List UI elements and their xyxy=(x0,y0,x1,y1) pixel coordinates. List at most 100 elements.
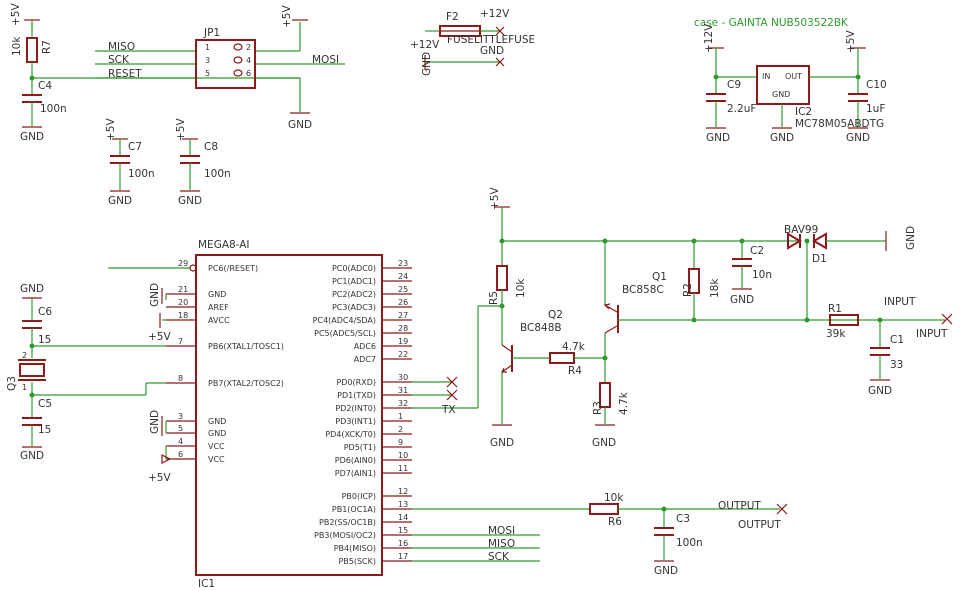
ic1-pin-name: PC0(ADC0) xyxy=(332,264,376,273)
ic1-name: IC1 xyxy=(198,578,215,590)
ic1-pin-number: 22 xyxy=(398,350,408,359)
sck-net-label: SCK xyxy=(488,551,510,563)
ic1-pin-number: 30 xyxy=(398,373,408,382)
ic1-pin-name: PD3(INT1) xyxy=(335,417,376,426)
input-stage: +5V R5 10k Q2 BC848B 4.7k R4 GND R3 4.7k… xyxy=(488,187,953,449)
reset-net-label: RESET xyxy=(108,68,142,80)
c7-name: C7 xyxy=(128,141,142,153)
r1-value: 39k xyxy=(826,328,846,340)
gnd-label: GND xyxy=(480,45,504,57)
f2-name: F2 xyxy=(446,11,459,23)
q2-name: Q2 xyxy=(548,309,563,321)
r3-name: R3 xyxy=(592,401,604,415)
plus5v-label: +5V xyxy=(148,472,171,484)
ic1-pin-number: 8 xyxy=(178,374,183,383)
ic1-body xyxy=(195,254,383,576)
q1-name: Q1 xyxy=(652,271,667,283)
ic1-pin-name: PB4(MISO) xyxy=(334,544,376,553)
d1-name: D1 xyxy=(812,253,827,265)
ic1-pin-number: 2 xyxy=(398,425,403,434)
case-note: case - GAINTA NUB503522BK xyxy=(694,17,849,29)
c4-value: 100n xyxy=(40,103,67,115)
ic1-pin-number: 6 xyxy=(178,450,183,459)
crystal-body xyxy=(19,363,45,377)
fuse-f2: F2 +12V FUSELITTLEFUSE +12V GND GND xyxy=(410,8,535,76)
ic1-pin-name: GND xyxy=(208,417,226,426)
ic1-pin-name: VCC xyxy=(208,455,225,464)
plus5v-label: +5V xyxy=(845,30,857,53)
ic1-pin-name: PB3(MOSI/OC2) xyxy=(314,531,376,540)
plus12v-label: +12V xyxy=(703,23,715,53)
gnd-label: GND xyxy=(654,565,678,577)
r7-c4-block: +5V 10k R7 C4 100n GND xyxy=(10,3,300,143)
ic1-pin-number: 14 xyxy=(398,513,408,522)
gnd-label: GND xyxy=(770,132,794,144)
jp1-name: JP1 xyxy=(203,27,220,39)
c8-name: C8 xyxy=(204,141,218,153)
q2-value: BC848B xyxy=(520,322,562,334)
ic2-gnd-label: GND xyxy=(772,90,790,99)
ic1-pin-number: 11 xyxy=(398,464,408,473)
ic1-pin-name: PB1(OC1A) xyxy=(332,505,376,514)
ic1-pin-number: 5 xyxy=(178,424,183,433)
input-net-label: INPUT xyxy=(884,296,916,308)
ic1-power-labels: GND +5V GND +5V xyxy=(148,283,171,484)
ic1-pin-name: PD0(RXD) xyxy=(336,378,376,387)
d1-diode-b xyxy=(812,232,827,250)
ic1-pin-number: 24 xyxy=(398,272,408,281)
c3-value: 100n xyxy=(676,537,703,549)
plus5v-label: +5V xyxy=(105,118,117,141)
gnd-label: GND xyxy=(868,385,892,397)
ic1-pin-name: AVCC xyxy=(208,316,230,325)
ic1-pin-name: ADC7 xyxy=(354,355,376,364)
jp1-pin-label: 2 xyxy=(246,43,251,52)
gnd-label: GND xyxy=(421,52,433,76)
ic1-pin-number: 25 xyxy=(398,285,408,294)
ic2-body xyxy=(756,65,810,105)
ic1-pin-name: VCC xyxy=(208,442,225,451)
ic1-pin-name: PB7(XTAL2/TOSC2) xyxy=(208,379,284,388)
gnd-label: GND xyxy=(178,195,202,207)
regulator-ic2: case - GAINTA NUB503522BK +12V C9 2.2uF … xyxy=(694,17,887,144)
ic1-pin-number: 15 xyxy=(398,526,408,535)
miso-net-label: MISO xyxy=(108,41,135,53)
c10-name: C10 xyxy=(866,79,887,91)
gnd-label: GND xyxy=(592,437,616,449)
ic1-pin-number: 29 xyxy=(178,259,188,268)
r7-value: 10k xyxy=(11,36,23,56)
ic1-pin-number: 9 xyxy=(398,438,403,447)
ic1-pin-number: 27 xyxy=(398,311,408,320)
gnd-label: GND xyxy=(846,132,870,144)
jp1-body xyxy=(195,39,256,89)
plus5v-label: +5V xyxy=(148,331,171,343)
ic2-name: IC2 xyxy=(795,106,812,118)
r3-value: 4.7k xyxy=(618,391,630,415)
ic1-pin-name: PB2(SS/OC1B) xyxy=(319,518,376,527)
ic1-pin-name: PC5(ADC5/SCL) xyxy=(314,329,376,338)
gnd-label: GND xyxy=(108,195,132,207)
q3-name: Q3 xyxy=(6,376,18,391)
c2-value: 10n xyxy=(752,269,772,281)
plus12v-label: +12V xyxy=(480,8,510,20)
ic1-pin-name: PD6(AIN0) xyxy=(335,456,376,465)
c1-value: 33 xyxy=(890,359,903,371)
c8-value: 100n xyxy=(204,168,231,180)
ic1-pin-name: PD2(INT0) xyxy=(335,404,376,413)
ic1-pin-number: 19 xyxy=(398,337,408,346)
input-port-label: INPUT xyxy=(916,328,948,340)
r2-name: R2 xyxy=(682,283,694,297)
r6-name: R6 xyxy=(608,516,622,528)
d1-diode-a xyxy=(787,232,802,250)
ic1-pin-name: GND xyxy=(208,290,226,299)
ic1-pin-number: 31 xyxy=(398,386,408,395)
gnd-label: GND xyxy=(706,132,730,144)
ic1-pin-number: 7 xyxy=(178,337,183,346)
ic1-pin-name: PC3(ADC3) xyxy=(332,303,376,312)
ic1-pin-number: 3 xyxy=(178,412,183,421)
ic1-pin-name: GND xyxy=(208,429,226,438)
plus5v-label: +5V xyxy=(489,187,501,210)
output-port-label: OUTPUT xyxy=(738,519,781,531)
jp1-pin-label: 3 xyxy=(205,56,210,65)
decoupling-caps: +5V C7 100n GND +5V C8 100n GND xyxy=(105,118,231,207)
